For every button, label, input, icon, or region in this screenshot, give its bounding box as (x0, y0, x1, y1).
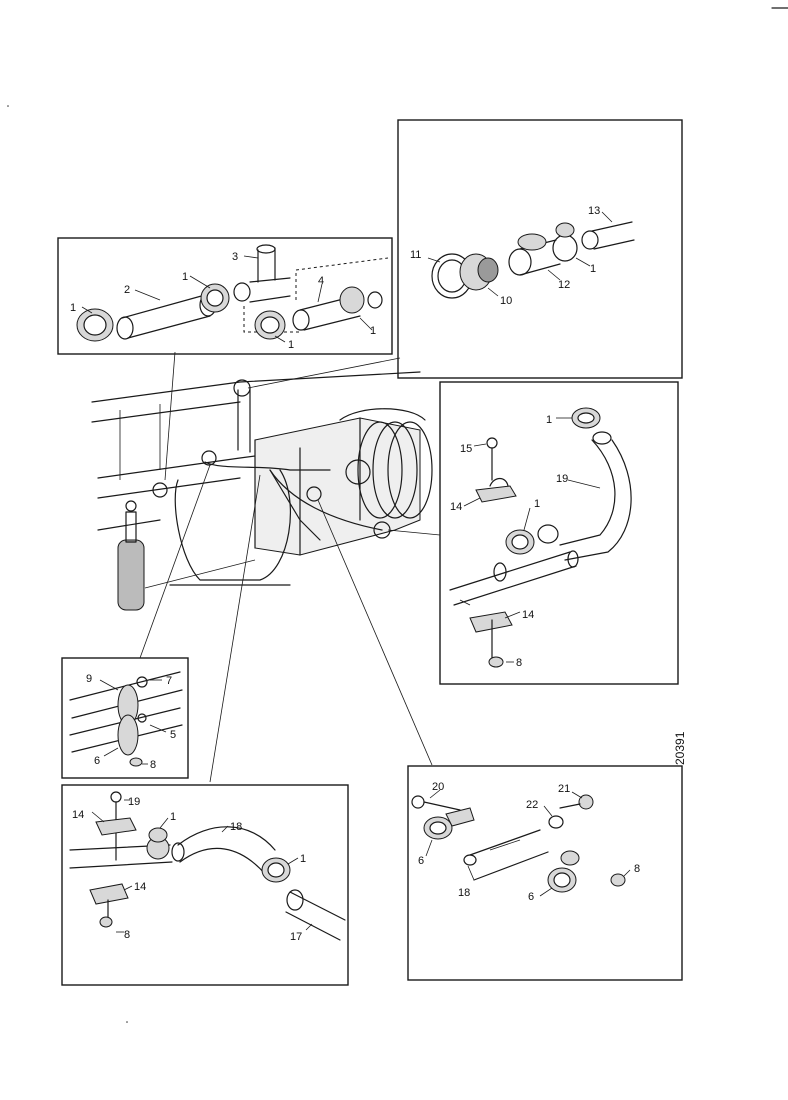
callout-22: 22 (526, 799, 538, 811)
callout-2: 2 (124, 284, 130, 296)
callout-6: 6 (94, 755, 100, 767)
callout-12: 12 (558, 279, 570, 291)
callout-1: 1 (590, 263, 596, 275)
callout-9: 9 (86, 673, 92, 685)
detail-panel-4 (61, 657, 189, 779)
scan-speck (7, 105, 9, 107)
callout-8: 8 (150, 759, 156, 771)
callout-14: 14 (72, 809, 84, 821)
callout-10: 10 (500, 295, 512, 307)
callout-8: 8 (516, 657, 522, 669)
detail-panel-6 (407, 765, 683, 981)
drawing-reference-number: 20391 (673, 731, 687, 765)
callout-1: 1 (70, 302, 76, 314)
callout-6: 6 (528, 891, 534, 903)
callout-14: 14 (522, 609, 534, 621)
callout-18: 18 (458, 887, 470, 899)
detail-panel-2 (397, 119, 683, 379)
callout-7: 7 (166, 675, 172, 687)
detail-panel-1 (57, 237, 393, 355)
callout-18: 18 (230, 821, 242, 833)
callout-19: 19 (556, 473, 568, 485)
callout-17: 17 (290, 931, 302, 943)
callout-1: 1 (546, 414, 552, 426)
callout-13: 13 (588, 205, 600, 217)
detail-panel-3 (439, 381, 679, 685)
callout-8: 8 (124, 929, 130, 941)
detail-panel-5 (61, 784, 349, 986)
callout-4: 4 (318, 275, 324, 287)
callout-19: 19 (128, 796, 140, 808)
callout-1: 1 (300, 853, 306, 865)
callout-1: 1 (182, 271, 188, 283)
callout-15: 15 (460, 443, 472, 455)
callout-21: 21 (558, 783, 570, 795)
callout-8: 8 (634, 863, 640, 875)
callout-11: 11 (410, 249, 421, 261)
callout-1: 1 (534, 498, 540, 510)
leader-lines (139, 351, 441, 783)
callout-1: 1 (288, 339, 294, 351)
callout-1: 1 (170, 811, 176, 823)
callout-6: 6 (418, 855, 424, 867)
callout-3: 3 (232, 251, 238, 263)
callout-1: 1 (370, 325, 376, 337)
central-assembly (91, 371, 433, 611)
callout-20: 20 (432, 781, 444, 793)
callout-14: 14 (134, 881, 146, 893)
callout-14: 14 (450, 501, 462, 513)
scan-speck (126, 1021, 128, 1023)
callout-5: 5 (170, 729, 176, 741)
